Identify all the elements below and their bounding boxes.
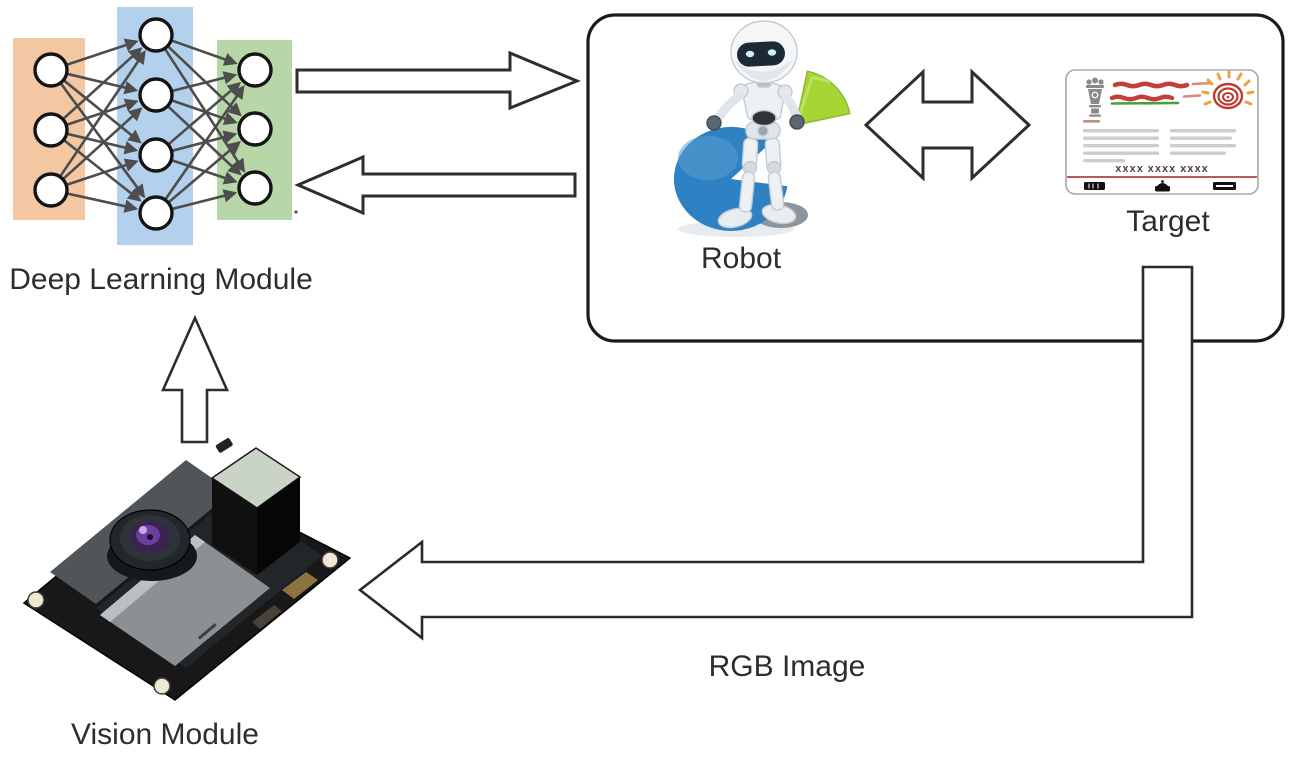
robot-right-hand — [789, 114, 805, 130]
nn-node — [138, 77, 174, 113]
mount-hole — [321, 551, 339, 569]
robot-body — [706, 20, 805, 229]
robot-left-eye — [745, 50, 755, 58]
nn-link — [167, 105, 242, 176]
robot-visor — [737, 41, 785, 67]
nn-link — [171, 39, 238, 66]
robot-left-hand — [706, 115, 722, 131]
vision-module-label: Vision Module — [71, 718, 259, 751]
panel-label-line — [197, 623, 217, 640]
robot-left-shin — [738, 171, 756, 213]
rgb-image-label: RGB Image — [709, 650, 866, 683]
arrow-dl-to-robot-icon — [295, 50, 581, 111]
nn-link — [67, 192, 139, 213]
nn-link — [172, 71, 238, 93]
pie-chart-sheen — [678, 136, 738, 180]
vision-module-illustration — [22, 438, 352, 701]
nn-node — [237, 52, 273, 88]
nn-node — [237, 111, 273, 147]
nn-link — [66, 158, 139, 186]
nn-link — [62, 107, 143, 180]
nn-link — [172, 189, 238, 211]
robot-label: Robot — [701, 242, 782, 275]
nn-node — [33, 172, 69, 208]
stray-dot — [294, 210, 298, 214]
card-number: XXXX XXXX XXXX — [1115, 165, 1209, 174]
card-footer-icons — [1084, 180, 1236, 192]
barcode-icon — [1084, 182, 1105, 190]
card-text-lines — [1083, 129, 1236, 163]
nn-link — [168, 140, 242, 203]
robot-pelvis-joint — [757, 125, 769, 137]
camera-cube-sensor — [210, 438, 302, 575]
nn-link — [63, 79, 142, 144]
robot-illustration — [673, 20, 851, 237]
nn-node — [138, 137, 174, 173]
camera-lens — [107, 509, 197, 581]
target-card: XXXX XXXX XXXX — [1065, 69, 1259, 195]
nn-link — [66, 38, 139, 66]
nn-link — [168, 81, 242, 145]
nn-node — [33, 112, 69, 148]
rgb-image-arrow-icon — [357, 265, 1194, 641]
robot-right-eye — [767, 49, 777, 56]
nn-link — [59, 50, 146, 177]
nn-node — [33, 52, 69, 88]
robot-head-shading — [734, 58, 794, 81]
mount-hole — [27, 591, 45, 609]
nn-link — [171, 159, 238, 185]
arrow-robot-to-dl-icon — [294, 154, 577, 216]
emblem-icon — [1086, 77, 1104, 117]
deep-learning-module-label: Deep Learning Module — [9, 263, 313, 296]
nn-node — [237, 170, 273, 206]
card-heading-scribbles — [1109, 81, 1213, 105]
nn-link — [167, 45, 242, 117]
nn-link — [67, 72, 139, 95]
fingerprint-logo-icon — [1201, 70, 1255, 110]
nn-link — [164, 85, 245, 200]
arrow-vision-to-dl-icon — [160, 314, 230, 444]
dark-connector — [252, 605, 282, 629]
nn-link — [67, 132, 139, 155]
nn-node — [138, 17, 174, 53]
robot-belly — [751, 109, 777, 127]
nn-link — [171, 99, 238, 126]
gold-connector — [282, 572, 318, 599]
nn-link — [60, 82, 146, 199]
nn-link — [62, 47, 143, 120]
deep-learning-module-graphic — [13, 7, 292, 245]
robot-right-shin — [767, 171, 785, 211]
card-tiny-text — [1083, 120, 1100, 123]
board-silver-panel — [100, 535, 270, 666]
nn-node — [138, 195, 174, 231]
bidirectional-arrow-icon — [863, 68, 1032, 182]
robot-right-arm — [781, 92, 801, 121]
target-label: Target — [1126, 205, 1210, 238]
mount-hole — [153, 677, 171, 695]
robot-left-foot — [717, 207, 753, 229]
robot-left-arm — [714, 91, 744, 122]
phone-icon — [1155, 180, 1170, 192]
pie-slice-highlight — [794, 76, 831, 126]
